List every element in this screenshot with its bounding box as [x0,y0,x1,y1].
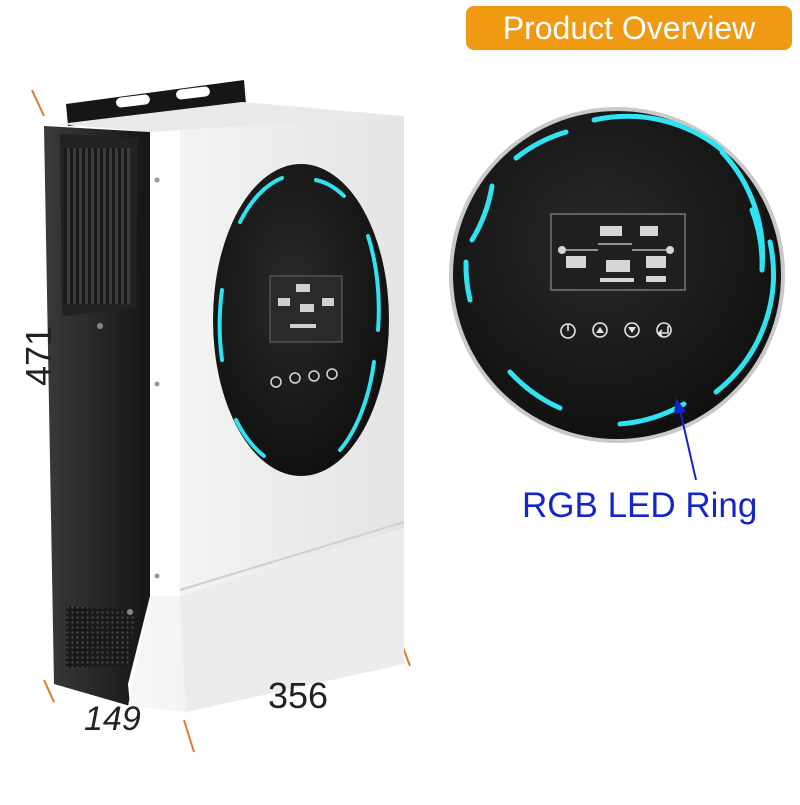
depth-dimension-tick-left [43,679,55,703]
bottom-vent-mesh [66,606,136,668]
rgb-led-ring [463,113,776,427]
rgb-led-ring-label: RGB LED Ring [522,486,758,525]
height-dimension-label: 471 [18,325,59,387]
width-dimension-tick-left [183,719,195,753]
product-overview-badge: Product Overview [466,6,792,50]
side-panel [44,126,150,706]
depth-dimension-label: 149 [84,700,141,738]
down-arrow-icon[interactable] [624,322,640,338]
callout-arrow [674,398,697,481]
enter-icon[interactable] [656,322,672,338]
unit-led-ring [217,176,381,458]
side-vent-grille [64,148,130,304]
unit-display-disc [213,164,389,476]
height-dimension-tick-top [31,89,45,117]
unit-top-face [60,102,404,132]
up-arrow-icon[interactable] [592,322,608,338]
width-dimension-label: 356 [268,675,329,716]
mounting-bracket [66,80,246,126]
zoomed-lcd-screen [550,213,686,291]
power-icon[interactable] [560,323,576,339]
zoomed-display-panel [449,107,785,443]
